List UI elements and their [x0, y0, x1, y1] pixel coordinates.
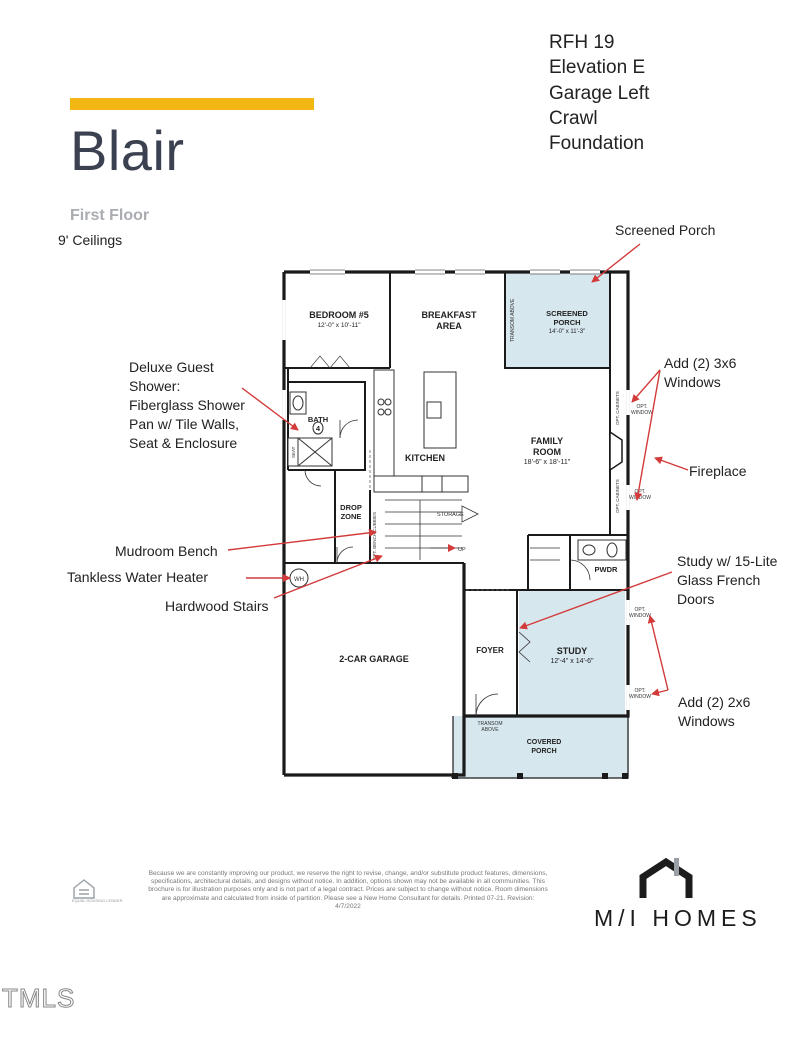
- annotation-line: Seat & Enclosure: [129, 435, 238, 451]
- annotation-deluxe-shower: Deluxe Guest Shower: Fiberglass Shower P…: [129, 358, 245, 453]
- annotation-line: Shower:: [129, 378, 181, 394]
- transom-label-line1: TRANSOM: [478, 721, 503, 727]
- bath-fixtures: [287, 391, 627, 561]
- storage-door: [461, 505, 479, 523]
- covered-porch-label-line1: COVERED: [527, 739, 562, 746]
- opt-window-label-line1: OPT.: [634, 688, 645, 694]
- breakfast-label-line1: BREAKFAST: [421, 310, 477, 320]
- annotation-line: Study w/ 15-Lite: [677, 553, 778, 569]
- ceiling-height: 9' Ceilings: [58, 232, 123, 248]
- annotation-screened-porch: Screened Porch: [615, 222, 716, 238]
- covered-porch-fill: [453, 716, 629, 778]
- annotation-add-3x6-windows: Add (2) 3x6 Windows: [664, 354, 736, 392]
- opt-window-label-line1: OPT.: [634, 489, 645, 495]
- annotation-line: Doors: [677, 591, 715, 607]
- annotation-hardwood-stairs: Hardwood Stairs: [165, 598, 269, 614]
- annotation-line: Add (2) 3x6: [664, 355, 737, 371]
- brand-wordmark: M/I HOMES: [594, 905, 762, 931]
- annotation-line: Add (2) 2x6: [678, 694, 751, 710]
- study-label: STUDY: [557, 646, 588, 656]
- transom-above-label: TRANSOM ABOVE: [510, 298, 516, 342]
- opt-window-label-line2: WINDOW: [631, 410, 653, 416]
- accent-bar: [70, 98, 314, 110]
- interior-walls: [284, 272, 628, 775]
- drop-zone-label-line2: ZONE: [341, 512, 362, 521]
- stairs-up-label: UP: [458, 547, 466, 553]
- opt-window-label-line1: OPT.: [634, 607, 645, 613]
- porch-columns: [452, 773, 628, 779]
- storage-label: STORAGE: [437, 512, 464, 518]
- plan-title: Blair: [70, 119, 185, 182]
- spec-line: Garage Left: [549, 82, 650, 104]
- garage-label: 2-CAR GARAGE: [339, 654, 409, 664]
- screened-porch-label-line2: PORCH: [553, 318, 580, 327]
- study-fill: [519, 590, 625, 716]
- annotation-arrows: [227, 243, 689, 697]
- foyer-label: FOYER: [476, 646, 504, 655]
- annotation-line: Windows: [664, 374, 721, 390]
- opt-window-label-line2: WINDOW: [629, 495, 651, 501]
- legal-disclaimer: Because we are constantly improving our …: [148, 870, 548, 910]
- water-heater-label: WH: [294, 577, 304, 583]
- annotation-line: Pan w/ Tile Walls,: [129, 416, 239, 432]
- screened-porch-dims: 14'-0" x 11'-3": [549, 329, 585, 335]
- watermark: TMLS: [1, 983, 76, 1014]
- equal-housing-icon: [73, 879, 95, 899]
- floor-subtitle: First Floor: [70, 207, 150, 224]
- opt-cabinets-label: OPT. CABINETS: [615, 391, 620, 425]
- annotation-study-french-doors: Study w/ 15-Lite Glass French Doors: [677, 552, 777, 609]
- spec-line: Crawl: [549, 107, 598, 129]
- spec-line: Foundation: [549, 133, 645, 155]
- annotation-line: Fiberglass Shower: [129, 397, 245, 413]
- mi-homes-logo-icon: [639, 857, 693, 898]
- annotation-add-2x6-windows: Add (2) 2x6 Windows: [678, 693, 750, 731]
- kitchen-label: KITCHEN: [405, 453, 445, 463]
- kitchen-counters: [373, 369, 469, 493]
- family-room-label-line1: FAMILY: [531, 436, 563, 446]
- bath4-label-line1: BATH: [308, 415, 328, 424]
- annotation-line: Glass French: [677, 572, 761, 588]
- powder-room-label: PWDR: [595, 565, 618, 574]
- covered-porch-label-line2: PORCH: [531, 748, 556, 755]
- annotation-fireplace: Fireplace: [689, 463, 747, 479]
- bedroom5-label: BEDROOM #5: [309, 310, 369, 320]
- bedroom5-dims: 12'-0" x 10'-11": [317, 322, 361, 329]
- opt-window-label-line2: WINDOW: [629, 613, 651, 619]
- breakfast-label-line2: AREA: [436, 321, 462, 331]
- opt-window-label-line2: WINDOW: [629, 694, 651, 700]
- windows: [282, 270, 630, 710]
- transom-label-line2: ABOVE: [481, 727, 499, 733]
- family-room-label-line2: ROOM: [533, 447, 561, 457]
- stairs: [385, 499, 462, 560]
- plan-spec-list: RFH 19 Elevation E Garage Left Crawl Fou…: [549, 30, 649, 156]
- door-swings: [304, 355, 591, 717]
- seat-label: SEAT: [291, 446, 296, 458]
- window-sills: [310, 269, 600, 275]
- annotation-tankless-water-heater: Tankless Water Heater: [67, 569, 209, 585]
- bench-cubbies-label: OPT. BENCH/CUBBIES: [372, 512, 377, 560]
- equal-housing-label: EQUAL HOUSING LENDER: [72, 898, 123, 903]
- fireplace-symbol: [609, 430, 623, 472]
- spec-line: Elevation E: [549, 57, 646, 79]
- bath4-label-line2: 4: [316, 424, 321, 433]
- optional-lines: [369, 450, 510, 591]
- annotation-line: Deluxe Guest: [129, 359, 214, 375]
- screened-porch-label-line1: SCREENED: [546, 309, 588, 318]
- spec-line: RFH 19: [549, 32, 615, 53]
- annotation-line: Windows: [678, 713, 735, 729]
- annotation-mudroom-bench: Mudroom Bench: [115, 543, 218, 559]
- drop-zone-label-line1: DROP: [340, 503, 362, 512]
- opt-cabinets-label: OPT. CABINETS: [615, 479, 620, 513]
- opt-window-label-line1: OPT.: [636, 404, 647, 410]
- family-room-dims: 18'-6" x 18'-11": [524, 459, 571, 466]
- study-dims: 12'-4" x 14'-6": [550, 658, 594, 665]
- screened-porch-fill: [505, 272, 610, 368]
